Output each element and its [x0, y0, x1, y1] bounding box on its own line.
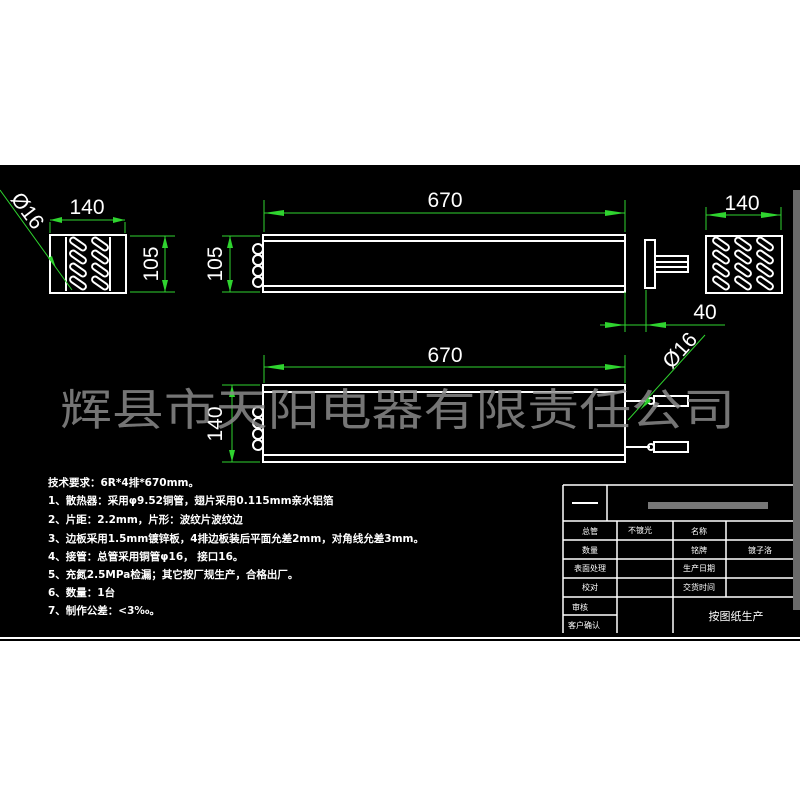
fin-tube: [69, 262, 87, 278]
blurred-title: [648, 502, 768, 509]
note-line: 技术要求：6R*4排*670mm。: [48, 476, 199, 489]
vertical-scrollbar[interactable]: [793, 190, 800, 610]
cad-drawing-canvas: 140 105 Ø16 670 105: [0, 165, 800, 641]
note-line: 5、充氮2.5MPa检漏；其它按厂规生产，合格出厂。: [48, 568, 298, 581]
cell-value: 不镀光: [628, 525, 652, 535]
fin-tube: [712, 262, 730, 278]
right-end-view: 140: [705, 192, 783, 294]
side-view: 670 105 40: [204, 189, 725, 332]
dim-pipe-diameter-bottom: Ø16: [658, 328, 702, 373]
fin-tube: [69, 275, 87, 291]
fin-tube: [734, 249, 752, 265]
note-line: 2、片距：2.2mm，片形：波纹片波纹边: [48, 513, 243, 526]
note-line: 4、接管：总管采用铜管φ16， 接口16。: [48, 550, 243, 563]
dim-end-width: 140: [69, 196, 104, 219]
cell-label: 校对: [582, 582, 598, 592]
fin-tube: [734, 275, 752, 291]
dim-bottom-length: 670: [427, 344, 462, 367]
fin-tube: [756, 249, 774, 265]
dim-right-width: 140: [724, 192, 759, 215]
drawing: 140 105 Ø16 670 105: [0, 188, 800, 639]
note-line: 7、制作公差：<3‰。: [48, 604, 160, 617]
dim-flange-offset: 40: [693, 301, 716, 324]
technical-notes: 技术要求：6R*4排*670mm。 1、散热器：采用φ9.52铜管，翅片采用0.…: [48, 476, 424, 617]
cell-label: 表面处理: [574, 563, 606, 573]
cell-label: 铭牌: [691, 545, 707, 555]
note-line: 6、数量：1台: [48, 586, 115, 599]
note-line: 1、散热器：采用φ9.52铜管，翅片采用0.115mm亲水铝箔: [48, 494, 334, 507]
fin-tube: [69, 249, 87, 265]
dim-side-height: 105: [204, 246, 227, 281]
cell-label: 生产日期: [683, 563, 715, 573]
dim-bottom-height: 140: [204, 406, 227, 441]
fin-tube: [91, 262, 109, 278]
fin-tube: [756, 262, 774, 278]
production-note: 按图纸生产: [709, 609, 764, 623]
fin-tube: [756, 275, 774, 291]
left-end-view: 140 105 Ø16: [0, 188, 175, 294]
cell-label: 客户确认: [568, 620, 600, 630]
fin-tube: [712, 249, 730, 265]
cell-label: 审核: [572, 602, 588, 612]
dim-side-length: 670: [427, 189, 462, 212]
fin-tube: [712, 275, 730, 291]
cell-label: 名称: [691, 526, 707, 536]
dim-pipe-diameter-left: Ø16: [6, 188, 48, 234]
cell-label: 总管: [582, 526, 598, 536]
fin-tube: [91, 249, 109, 265]
note-line: 3、边板采用1.5mm镀锌板，4排边板装后平面允差2mm，对角线允差3mm。: [48, 532, 424, 545]
fin-tube: [734, 262, 752, 278]
company-watermark: 辉县市天阳电器有限责任公司: [60, 385, 735, 436]
fin-tube: [91, 275, 109, 291]
fin-tube: [734, 236, 752, 252]
fin-tube: [756, 236, 774, 252]
fin-tube: [91, 236, 109, 252]
dim-end-height: 105: [140, 246, 163, 281]
fin-tube: [712, 236, 730, 252]
title-block: 总管 不镀光 名称 数量 铭牌 镀子洛 表面处理 生产日期 校对 交货时间 审核…: [562, 484, 800, 633]
cell-value: 镀子洛: [748, 545, 772, 555]
bottom-view: 670 140 Ø16: [204, 328, 706, 463]
cell-label: 交货时间: [683, 582, 715, 592]
cell-label: 数量: [582, 545, 598, 555]
fin-tube: [69, 236, 87, 252]
